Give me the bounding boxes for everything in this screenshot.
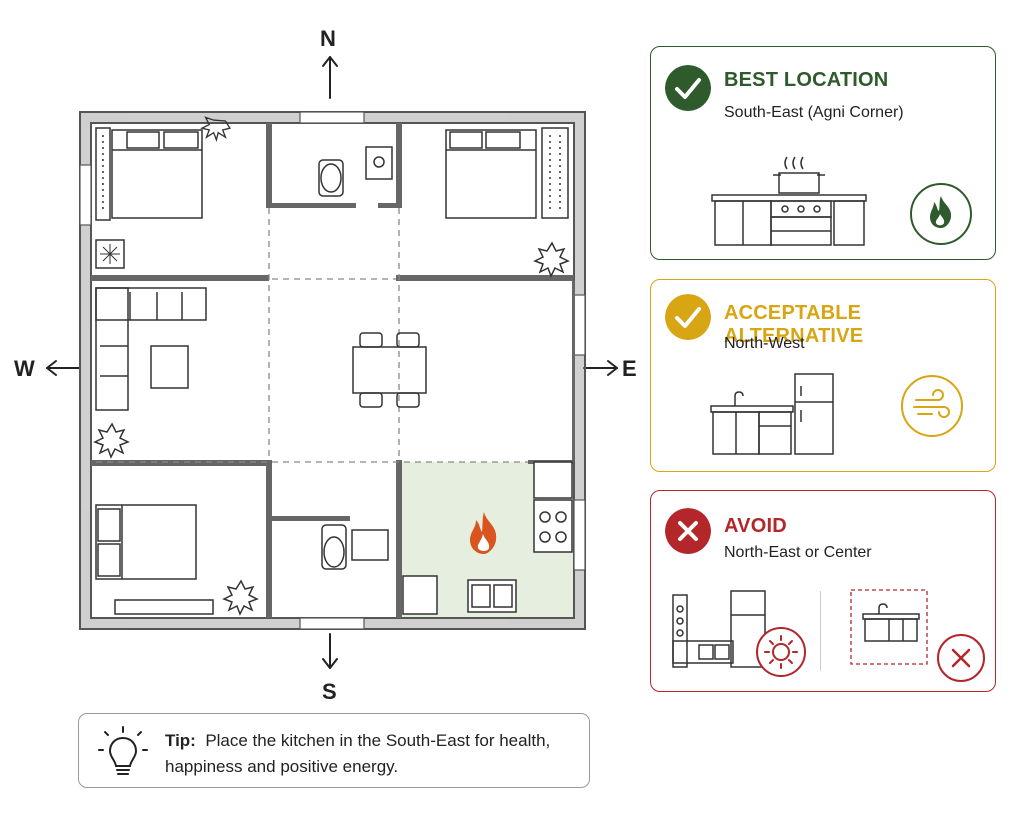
- avoid-title: AVOID: [724, 515, 787, 537]
- center-kitchen-illustration: [850, 589, 928, 665]
- tip-box: Tip: Place the kitchen in the South-East…: [78, 713, 590, 788]
- tip-body: Place the kitchen in the South-East for …: [165, 731, 551, 776]
- kitchen-counter-illustration: [711, 156, 867, 246]
- checkmark-icon: [665, 294, 711, 340]
- north-east-kitchen-illustration: [672, 590, 766, 668]
- wind-icon: [901, 375, 963, 437]
- compass-west-label: W: [14, 356, 35, 381]
- fire-icon: [910, 183, 972, 245]
- x-icon: [937, 634, 985, 682]
- compass-east-label: E: [622, 356, 637, 381]
- kitchen-fridge-illustration: [710, 373, 834, 455]
- best-location-subtitle: South-East (Agni Corner): [724, 104, 904, 121]
- sun-icon: [756, 627, 806, 677]
- checkmark-icon: [665, 65, 711, 111]
- lightbulb-icon: [98, 726, 148, 775]
- acceptable-alternative-subtitle: North-West: [724, 335, 805, 352]
- kitchen-fire-icon: [470, 512, 497, 554]
- acceptable-alternative-title: ACCEPTABLE ALTERNATIVE: [724, 302, 864, 347]
- compass-south-label: S: [322, 679, 337, 704]
- divider: [820, 591, 821, 671]
- tip-text: Tip: Place the kitchen in the South-East…: [165, 728, 585, 780]
- acceptable-alternative-card: ACCEPTABLE ALTERNATIVE North-West: [650, 279, 996, 472]
- tip-label: Tip:: [165, 731, 196, 750]
- avoid-subtitle: North-East or Center: [724, 544, 872, 561]
- best-location-title: BEST LOCATION: [724, 69, 889, 91]
- x-icon: [665, 508, 711, 554]
- avoid-card: AVOID North-East or Center: [650, 490, 996, 692]
- compass-north-label: N: [320, 26, 336, 51]
- best-location-card: BEST LOCATION South-East (Agni Corner): [650, 46, 996, 260]
